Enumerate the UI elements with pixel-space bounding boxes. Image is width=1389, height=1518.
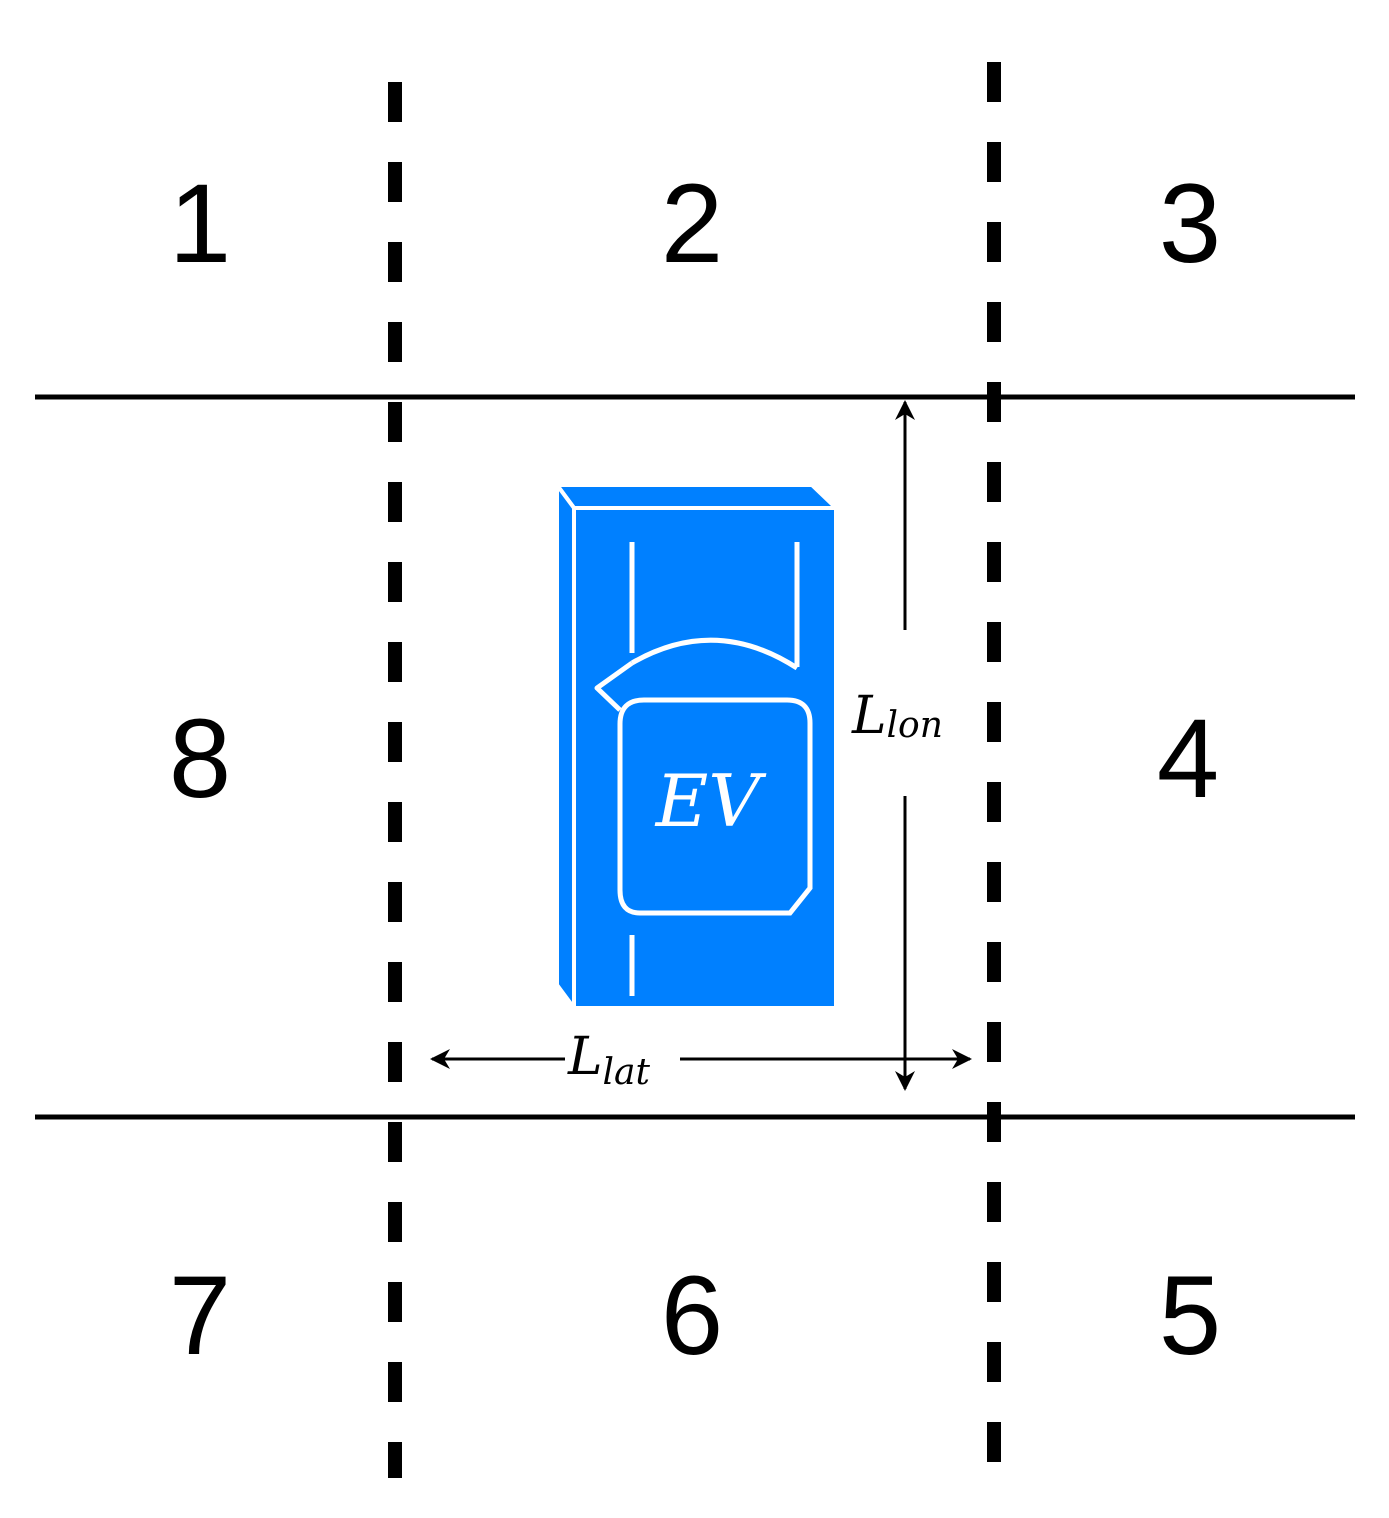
vehicle-top-face	[555, 483, 838, 510]
lateral-subscript: lat	[603, 1052, 651, 1093]
zone-7-label: 7	[169, 1253, 231, 1378]
ego-vehicle: EV	[555, 483, 838, 1010]
zone-1-label: 1	[169, 161, 231, 286]
zone-2-label: 2	[661, 161, 723, 286]
lateral-dimension-label: Llat	[567, 1027, 651, 1093]
longitudinal-subscript: lon	[887, 705, 943, 746]
zone-3-label: 3	[1159, 161, 1221, 286]
longitudinal-dimension-label: Llon	[851, 686, 943, 746]
vehicle-cabin	[617, 697, 813, 916]
vehicle-side-face	[555, 483, 576, 1010]
zone-8-label: 8	[169, 696, 231, 821]
vehicle-windshield-edge	[594, 660, 634, 712]
vehicle-label: EV	[654, 759, 768, 843]
longitudinal-symbol: L	[851, 686, 887, 746]
zone-5-label: 5	[1159, 1253, 1221, 1378]
vehicle-windshield	[630, 637, 799, 671]
lateral-symbol: L	[567, 1027, 603, 1087]
zone-4-label: 4	[1157, 696, 1219, 821]
zone-6-label: 6	[661, 1253, 723, 1378]
